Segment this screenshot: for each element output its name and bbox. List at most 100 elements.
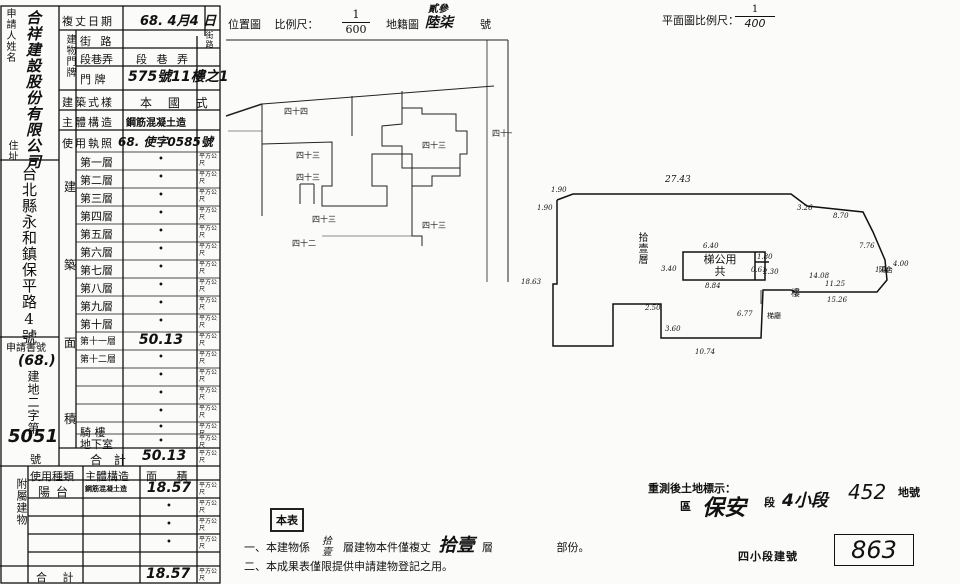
floor-area-value: • <box>158 436 164 447</box>
floor-area-value: 50.13 <box>138 332 184 348</box>
plan-dim-13: 11.25 <box>825 280 846 288</box>
plan-dim-4: 8.70 <box>833 212 849 220</box>
structure-label: 主體構造 <box>62 116 114 129</box>
review-date: 68. 4月4 日 <box>140 14 217 29</box>
annex-area-unit: 平方公尺 <box>199 482 217 496</box>
floor-area-unit: 平方公尺 <box>199 369 217 383</box>
floor-label: 第五層 <box>80 228 113 241</box>
notes-line-1-a: 一、本建物係 <box>244 541 310 554</box>
location-map: 四十四 四十三 四十三 四十三 四十三 四十三 四十二 四十一 <box>225 39 512 282</box>
building-number-value: 863 <box>851 536 897 564</box>
floor-label: 第四層 <box>80 210 113 223</box>
plan-dim-3: 3.26 <box>797 204 813 212</box>
notes-line-1-e: 層 <box>482 541 493 554</box>
annex-total-unit: 平方公尺 <box>199 568 218 582</box>
notes-line-1-f: 部份。 <box>556 541 590 554</box>
floor-area-unit: 平方公尺 <box>199 405 217 419</box>
door-number: 575號11樓之1 <box>128 69 229 85</box>
plan-dim-5: 7.76 <box>859 242 875 250</box>
location-label-g: 四十二 <box>292 238 316 248</box>
floor-area-unit: 平方公尺 <box>199 279 217 293</box>
building-number-label: 四小段建號 <box>738 550 798 563</box>
floor-area-unit: 平方公尺 <box>199 153 217 167</box>
plan-dim-10: 8.84 <box>705 282 721 290</box>
area-side-label-d: 積 <box>64 412 77 426</box>
structure-value: 鋼筋混凝土造 <box>126 118 186 129</box>
application-number: 5051 <box>8 426 59 447</box>
floor-label: 第十二層 <box>80 355 117 365</box>
floor-area-value: • <box>158 172 164 183</box>
resurvey-label: 重測後土地標示： <box>648 482 736 495</box>
plan-dim-2: 1.90 <box>537 204 553 212</box>
location-label-d: 四十三 <box>422 140 446 150</box>
annex-area-unit: 平方公尺 <box>199 500 217 514</box>
floor-label: 第一層 <box>80 156 113 169</box>
plan-floor-mark: 拾壹層 <box>636 232 647 265</box>
floor-area-unit: 平方公尺 <box>199 171 217 185</box>
annex-side-label: 附屬建物 <box>15 478 28 526</box>
location-label-b: 四十三 <box>296 150 320 160</box>
area-total-unit: 平方公尺 <box>199 450 218 464</box>
annex-header-structure: 主體構造 <box>85 470 129 483</box>
floor-area-unit: 平方公尺 <box>199 387 217 401</box>
plan-scale-fraction: 1 400 <box>735 4 775 30</box>
annex-structure: 鋼筋混凝土造 <box>85 484 127 493</box>
street-label: 街 路 <box>80 35 115 48</box>
floor-area-unit: 平方公尺 <box>199 189 217 203</box>
left-table-grid <box>0 5 221 584</box>
location-label-f: 四十三 <box>422 220 446 230</box>
annex-total-label: 合 計 <box>36 571 80 584</box>
floor-area-unit: 平方公尺 <box>199 225 217 239</box>
door-number-label: 門 牌 <box>80 73 106 86</box>
plan-tag-hall: 梯廳 <box>767 311 781 320</box>
floor-area-unit: 平方公尺 <box>199 423 217 434</box>
floor-area-value: • <box>158 262 164 273</box>
floor-area-unit: 平方公尺 <box>199 297 217 311</box>
plan-dim-14: 15.26 <box>827 296 848 304</box>
resurvey-parcel: 452 <box>848 480 887 504</box>
annex-header-use: 使用種類 <box>30 470 74 483</box>
floor-area-value: • <box>158 208 164 219</box>
area-side-label-b: 築 <box>64 258 77 272</box>
plan-dim-20: 0.61 <box>751 266 767 274</box>
floor-area-value: • <box>158 422 164 433</box>
applicant-address: 台北縣永和鎮保平路4號 <box>20 166 38 345</box>
annex-total-value: 18.57 <box>146 566 191 582</box>
plan-dim-17: 6.77 <box>737 310 753 318</box>
area-total-label: 合 計 <box>90 453 130 467</box>
notes-line-2: 二、本成果表僅限提供申請建物登記之用。 <box>244 560 453 573</box>
cadastral-map-number: 陸柒 <box>425 15 453 31</box>
application-year: (68.) <box>18 353 56 369</box>
location-label-c: 四十三 <box>296 172 320 182</box>
location-scale-denominator: 600 <box>342 22 370 36</box>
annex-area: 18.57 <box>146 480 192 496</box>
application-number-label: 申請書號 <box>6 343 46 354</box>
left-info-table: 申請人姓名 合祥建設股份有限公司 住址 台北縣永和鎮保平路4號 申請書號 (68… <box>0 0 228 584</box>
location-label-e: 四十三 <box>312 214 336 224</box>
floor-area-unit: 平方公尺 <box>199 207 217 221</box>
resurvey-district: 保安 <box>702 496 747 521</box>
application-suffix: 號 <box>30 453 41 466</box>
floor-plan: 27.43 1.90 1.90 3.26 8.70 7.76 18.63 6.4… <box>521 175 909 356</box>
cadastral-map-label: 地籍圖 <box>386 18 419 31</box>
review-date-label: 複丈日期 <box>62 15 114 28</box>
floor-label: 地下室 <box>80 438 113 451</box>
plan-dim-9: 1.80 <box>757 253 773 261</box>
floor-area-value: • <box>158 280 164 291</box>
door-label: 建物門牌 <box>64 34 75 78</box>
applicant-header: 申請人姓名 <box>4 8 15 63</box>
annex-area-unit: 平方公尺 <box>199 536 217 550</box>
notes-line-1: 一、本建物係 拾壹 層建物本件僅複丈 拾壹 層 部份。 <box>244 531 590 560</box>
floor-area-value: • <box>158 316 164 327</box>
building-style-value: 本 國 式 <box>140 96 214 110</box>
lane-label: 段巷弄 <box>80 53 113 66</box>
area-total-value: 50.13 <box>142 448 187 464</box>
plan-tag-balcony: 陽台 <box>879 265 893 274</box>
floor-label: 第十一層 <box>80 337 117 347</box>
plan-dim-1: 1.90 <box>551 186 567 194</box>
plan-dim-15: 2.50 <box>644 304 661 312</box>
resurvey-parcel-suffix: 地號 <box>898 486 920 499</box>
plan-dim-7: 6.40 <box>703 242 719 250</box>
location-map-header: 位置圖 比例尺： <box>228 16 319 32</box>
cadastral-map-suffix: 號 <box>480 18 491 31</box>
